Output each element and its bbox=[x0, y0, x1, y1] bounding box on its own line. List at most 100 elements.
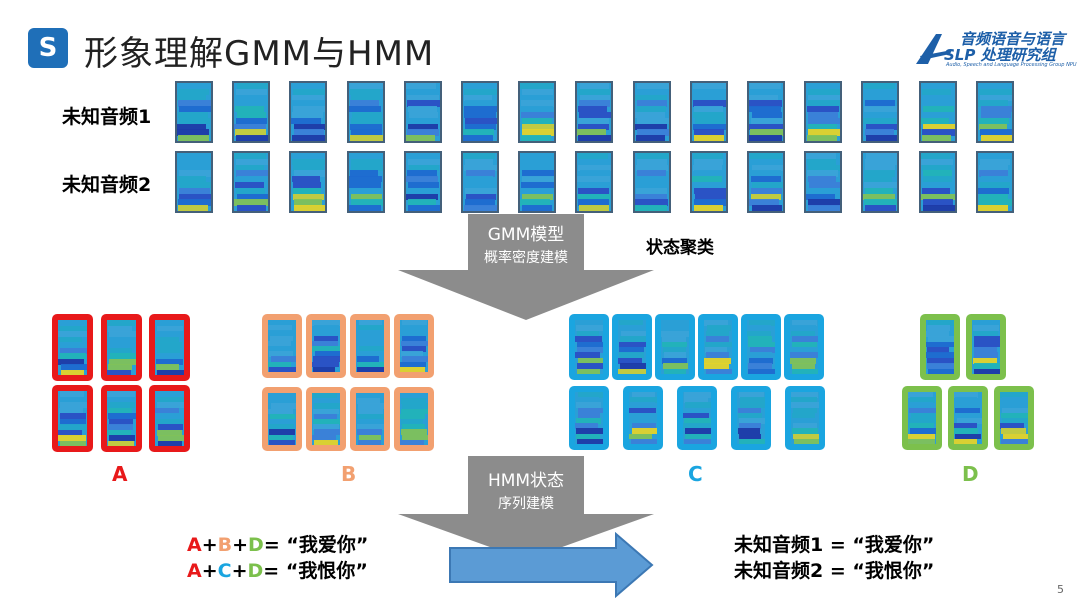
audio1-frame bbox=[975, 81, 1014, 143]
gmm-down-arrow-icon bbox=[398, 214, 654, 320]
hmm-arrow-label: HMM状态 序列建模 bbox=[468, 466, 584, 513]
formula-1-b: B bbox=[217, 534, 233, 556]
slp-logo-mark-icon bbox=[916, 34, 952, 64]
audio2-frame bbox=[175, 151, 213, 213]
audio2-frame bbox=[232, 151, 271, 213]
cluster-c-frame bbox=[785, 386, 825, 450]
cluster-d-frame bbox=[994, 386, 1034, 450]
cluster-d-frame bbox=[966, 314, 1006, 380]
formula-2-d: D bbox=[247, 560, 264, 582]
cluster-c-frame-spectrogram bbox=[747, 320, 775, 374]
cluster-a-frame-spectrogram bbox=[107, 320, 136, 375]
row-label-2: 未知音频2 bbox=[62, 174, 152, 196]
audio1-frame bbox=[689, 81, 728, 143]
cluster-b-frame-spectrogram bbox=[312, 393, 340, 445]
audio2-frame bbox=[861, 151, 900, 213]
audio2-frame bbox=[403, 151, 442, 213]
cluster-c-frame bbox=[741, 314, 781, 380]
cluster-c-frame-spectrogram bbox=[661, 320, 689, 374]
audio2-frame bbox=[518, 151, 557, 213]
audio1-frame bbox=[861, 81, 900, 143]
formula-2: A+C+D= “我恨你” bbox=[187, 556, 368, 583]
page-title: 形象理解GMM与HMM bbox=[84, 34, 435, 74]
cluster-a-frame bbox=[149, 385, 190, 452]
hmm-arrow-line1: HMM状态 bbox=[487, 471, 565, 491]
cluster-d-frame bbox=[920, 314, 960, 380]
audio1-frame bbox=[232, 81, 271, 143]
page-number: 5 bbox=[1057, 583, 1064, 596]
cluster-d-frame-spectrogram bbox=[1000, 392, 1028, 444]
cluster-c-frame bbox=[698, 314, 738, 380]
cluster-b-frame-spectrogram bbox=[356, 393, 384, 445]
audio2-frame bbox=[918, 151, 957, 213]
cluster-b-frame-spectrogram bbox=[400, 320, 428, 372]
formula-2-result: = “我恨你” bbox=[263, 560, 368, 582]
hmm-arrow-line2: 序列建模 bbox=[498, 496, 554, 512]
audio2-frame bbox=[975, 151, 1014, 213]
formula-1-d: D bbox=[248, 534, 264, 556]
cluster-a-frame bbox=[52, 385, 93, 452]
cluster-label-b: B bbox=[341, 462, 357, 486]
gmm-arrow-label: GMM模型 概率密度建模 bbox=[468, 220, 584, 267]
cluster-label-d: D bbox=[962, 462, 979, 486]
formula-1-plus-1: + bbox=[201, 534, 218, 556]
cluster-c-frame bbox=[655, 314, 695, 380]
audio1-frame bbox=[918, 81, 957, 143]
cluster-b-frame bbox=[262, 314, 302, 378]
result-2: 未知音频2 = “我恨你” bbox=[734, 560, 935, 582]
brand-s-icon: S bbox=[28, 28, 68, 68]
cluster-b-frame-spectrogram bbox=[312, 320, 340, 372]
cluster-d-frame-spectrogram bbox=[954, 392, 982, 444]
cluster-a-frame-spectrogram bbox=[155, 320, 184, 375]
audio1-frame bbox=[346, 81, 385, 143]
cluster-c-frame-spectrogram bbox=[704, 320, 732, 374]
state-clustering-label: 状态聚类 bbox=[646, 238, 714, 258]
cluster-b-frame-spectrogram bbox=[356, 320, 384, 372]
cluster-b-frame bbox=[350, 387, 390, 451]
slp-logo: 音频语音与语言 SLP 处理研究组 Audio, Speech and Lang… bbox=[910, 26, 1076, 74]
cluster-c-frame bbox=[569, 386, 609, 450]
cluster-c-frame bbox=[623, 386, 663, 450]
cluster-c-frame-spectrogram bbox=[737, 392, 765, 444]
cluster-c-frame bbox=[677, 386, 717, 450]
formula-1: A+B+D= “我爱你” bbox=[187, 530, 368, 557]
cluster-a-frame-spectrogram bbox=[155, 391, 184, 446]
gmm-arrow-line1: GMM模型 bbox=[487, 225, 565, 245]
cluster-c-frame-spectrogram bbox=[683, 392, 711, 444]
cluster-b-frame bbox=[306, 387, 346, 451]
audio1-frame bbox=[461, 81, 499, 143]
result-1: 未知音频1 = “我爱你” bbox=[734, 534, 935, 556]
audio1-frame bbox=[289, 81, 328, 143]
logo-line2: SLP 处理研究组 bbox=[944, 46, 1056, 64]
cluster-b-frame bbox=[350, 314, 390, 378]
cluster-d-frame-spectrogram bbox=[908, 392, 936, 444]
formula-2-c: C bbox=[217, 560, 232, 582]
cluster-c-frame bbox=[784, 314, 824, 380]
formula-1-plus-2: + bbox=[232, 534, 249, 556]
formula-2-plus-1: + bbox=[201, 560, 218, 582]
audio1-frame bbox=[175, 81, 213, 143]
gmm-arrow-line2: 概率密度建模 bbox=[484, 250, 568, 266]
cluster-b-frame bbox=[394, 387, 434, 451]
audio2-frame bbox=[689, 151, 728, 213]
cluster-c-frame-spectrogram bbox=[791, 392, 819, 444]
cluster-label-a: A bbox=[112, 462, 128, 486]
cluster-b-frame-spectrogram bbox=[268, 320, 296, 372]
cluster-d-frame bbox=[902, 386, 942, 450]
audio1-frame bbox=[575, 81, 614, 143]
cluster-b-frame bbox=[394, 314, 434, 378]
logo-line1: 音频语音与语言 bbox=[960, 30, 1066, 48]
cluster-c-frame-spectrogram bbox=[575, 320, 603, 374]
cluster-b-frame bbox=[262, 387, 302, 451]
audio2-frame bbox=[575, 151, 614, 213]
cluster-c-frame-spectrogram bbox=[629, 392, 657, 444]
audio1-frame bbox=[804, 81, 843, 143]
cluster-c-frame-spectrogram bbox=[790, 320, 818, 374]
row-label-1: 未知音频1 bbox=[62, 106, 152, 128]
cluster-a-frame-spectrogram bbox=[58, 391, 87, 446]
cluster-a-frame bbox=[149, 314, 190, 381]
cluster-c-frame bbox=[612, 314, 652, 380]
cluster-b-frame-spectrogram bbox=[400, 393, 428, 445]
cluster-b-frame-spectrogram bbox=[268, 393, 296, 445]
right-arrow-icon bbox=[449, 532, 654, 598]
